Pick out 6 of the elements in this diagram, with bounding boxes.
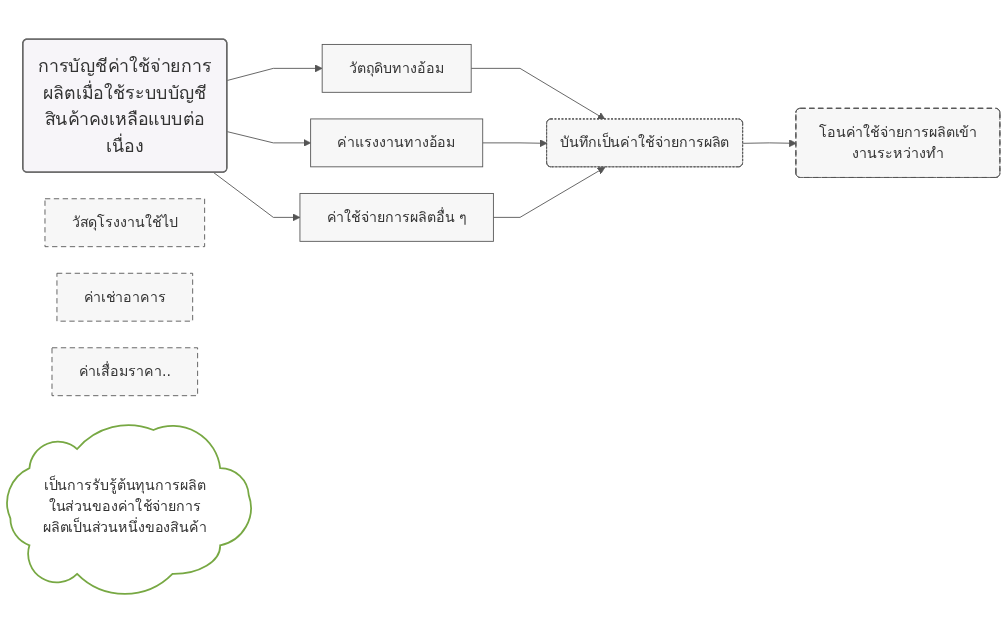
node-box: วัตถุดิบทางอ้อม (321, 43, 472, 93)
node-box: วัสดุโรงงานใช้ไป (44, 198, 206, 248)
node-box: ค่าเสื่อมราคา.. (51, 347, 199, 397)
node-box: ค่าเช่าอาคาร (56, 272, 194, 322)
node-box: ค่าใช้จ่ายการผลิตอื่น ๆ (299, 192, 494, 242)
node-box: ค่าแรงงานทางอ้อม (310, 118, 484, 168)
